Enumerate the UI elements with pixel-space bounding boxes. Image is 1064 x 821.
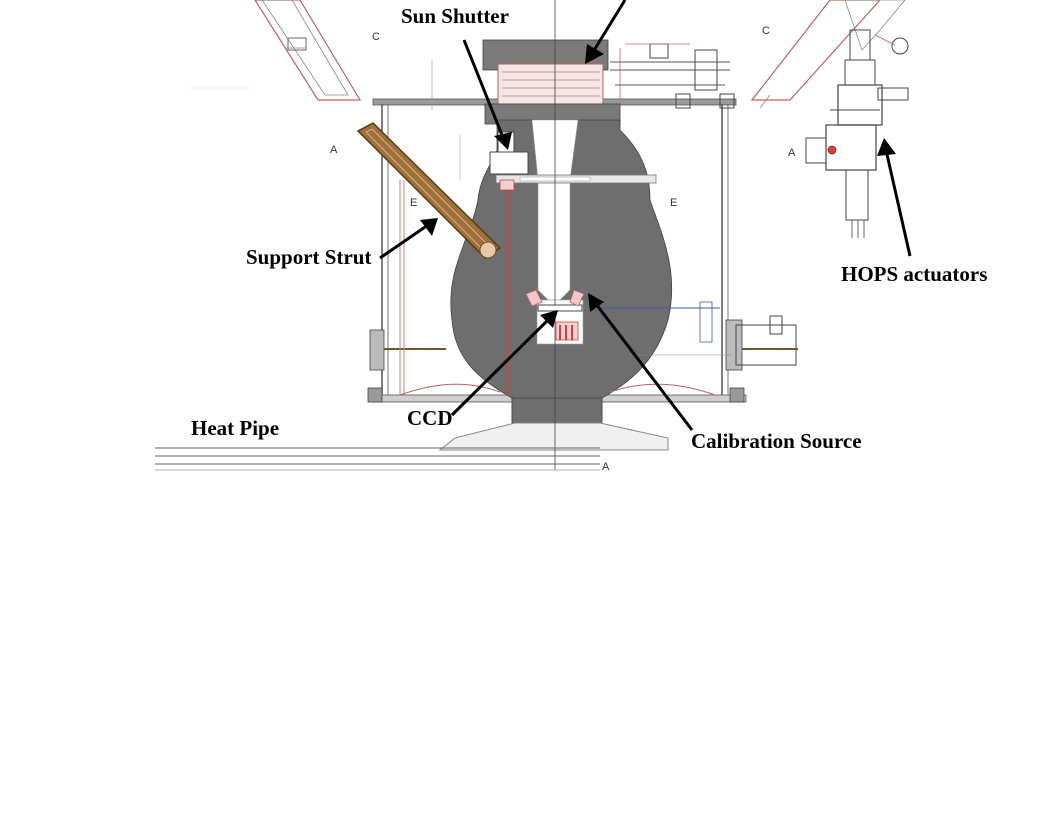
section-mark-a-right: A xyxy=(788,147,796,159)
ccd-assembly xyxy=(525,289,720,343)
section-mark-c-right: C xyxy=(762,25,770,37)
label-ccd: CCD xyxy=(407,406,453,430)
label-hops-actuators: HOPS actuators xyxy=(841,262,988,286)
arrow-sun-shutter xyxy=(462,39,512,150)
section-mark-e-right: E xyxy=(670,197,678,209)
arrow-top-flange xyxy=(585,0,627,64)
support-strut-part xyxy=(356,122,502,259)
arrow-hops xyxy=(877,138,912,257)
heat-pipe-part xyxy=(155,447,600,471)
label-support-strut: Support Strut xyxy=(246,245,372,269)
section-mark-a-left: A xyxy=(330,144,338,156)
left-boom xyxy=(254,0,362,101)
section-mark-a-bottom: A xyxy=(602,461,610,473)
right-boom xyxy=(750,0,906,109)
arrow-calibration xyxy=(588,293,694,431)
label-heat-pipe: Heat Pipe xyxy=(191,416,280,440)
arrow-ccd xyxy=(450,310,558,417)
dimension-lines xyxy=(190,60,732,356)
section-mark-c-left: C xyxy=(372,31,380,43)
hops-actuator-part xyxy=(805,29,909,238)
label-calibration-source: Calibration Source xyxy=(691,429,862,453)
top-flange xyxy=(482,39,621,125)
base-arcs xyxy=(399,383,716,396)
section-mark-e-left: E xyxy=(410,197,418,209)
leader-arrows xyxy=(379,0,912,431)
arrow-support-strut xyxy=(379,218,438,260)
inner-tube xyxy=(399,180,405,395)
label-sun-shutter: Sun Shutter xyxy=(401,4,509,28)
top-right-mechanism xyxy=(610,43,735,109)
